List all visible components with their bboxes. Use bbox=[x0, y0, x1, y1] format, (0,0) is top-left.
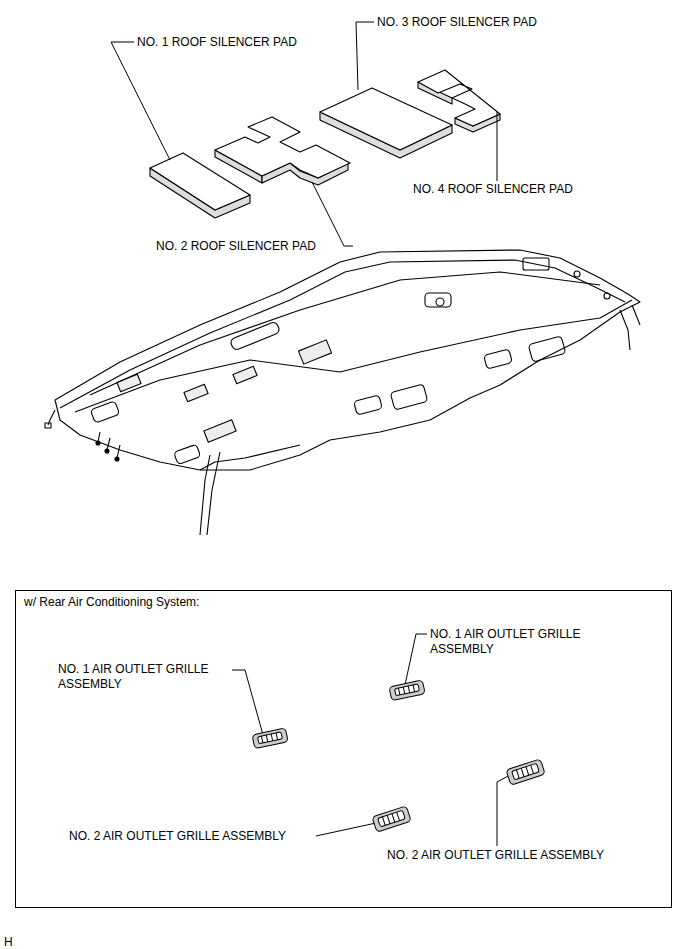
part-name: NO. 2 ROOF SILENCER PAD bbox=[156, 239, 316, 254]
part-name: NO. 2 AIR OUTLET GRILLE ASSEMBLY bbox=[69, 829, 286, 844]
part-name: NO. 1 AIR OUTLET GRILLE ASSEMBLY bbox=[430, 627, 605, 657]
part-name: NO. 1 AIR OUTLET GRILLE ASSEMBLY bbox=[58, 662, 233, 692]
figure-code: H bbox=[4, 935, 13, 949]
part-name: NO. 3 ROOF SILENCER PAD bbox=[377, 15, 537, 30]
part-name: NO. 2 AIR OUTLET GRILLE ASSEMBLY bbox=[387, 848, 604, 863]
part-name: NO. 1 ROOF SILENCER PAD bbox=[137, 35, 297, 50]
box-heading: w/ Rear Air Conditioning System: bbox=[24, 595, 199, 610]
part-name: NO. 4 ROOF SILENCER PAD bbox=[413, 182, 573, 197]
